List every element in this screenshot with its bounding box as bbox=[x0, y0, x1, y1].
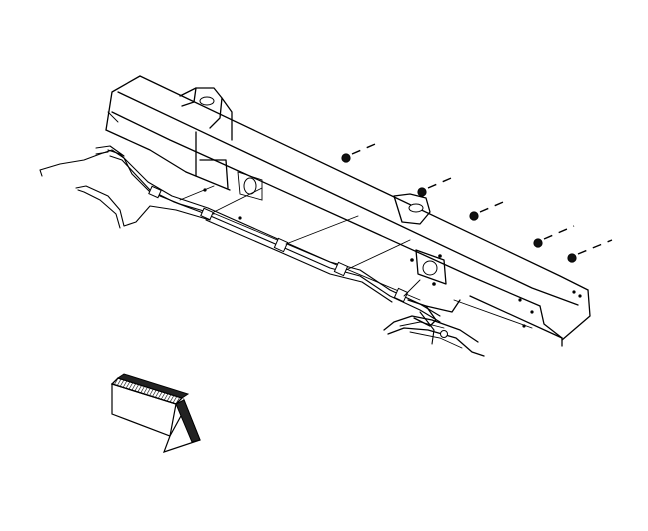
mounting-bolts bbox=[341, 141, 613, 263]
bolt-3-icon bbox=[469, 211, 479, 221]
bolt-5-icon bbox=[567, 253, 577, 263]
bolt-1-icon bbox=[341, 153, 351, 163]
bolt-2-icon bbox=[417, 187, 427, 197]
bolt-4-icon bbox=[533, 238, 543, 248]
frame-rail bbox=[105, 75, 591, 347]
line-bundle bbox=[39, 145, 485, 357]
arrow-pointer-icon bbox=[110, 373, 201, 453]
